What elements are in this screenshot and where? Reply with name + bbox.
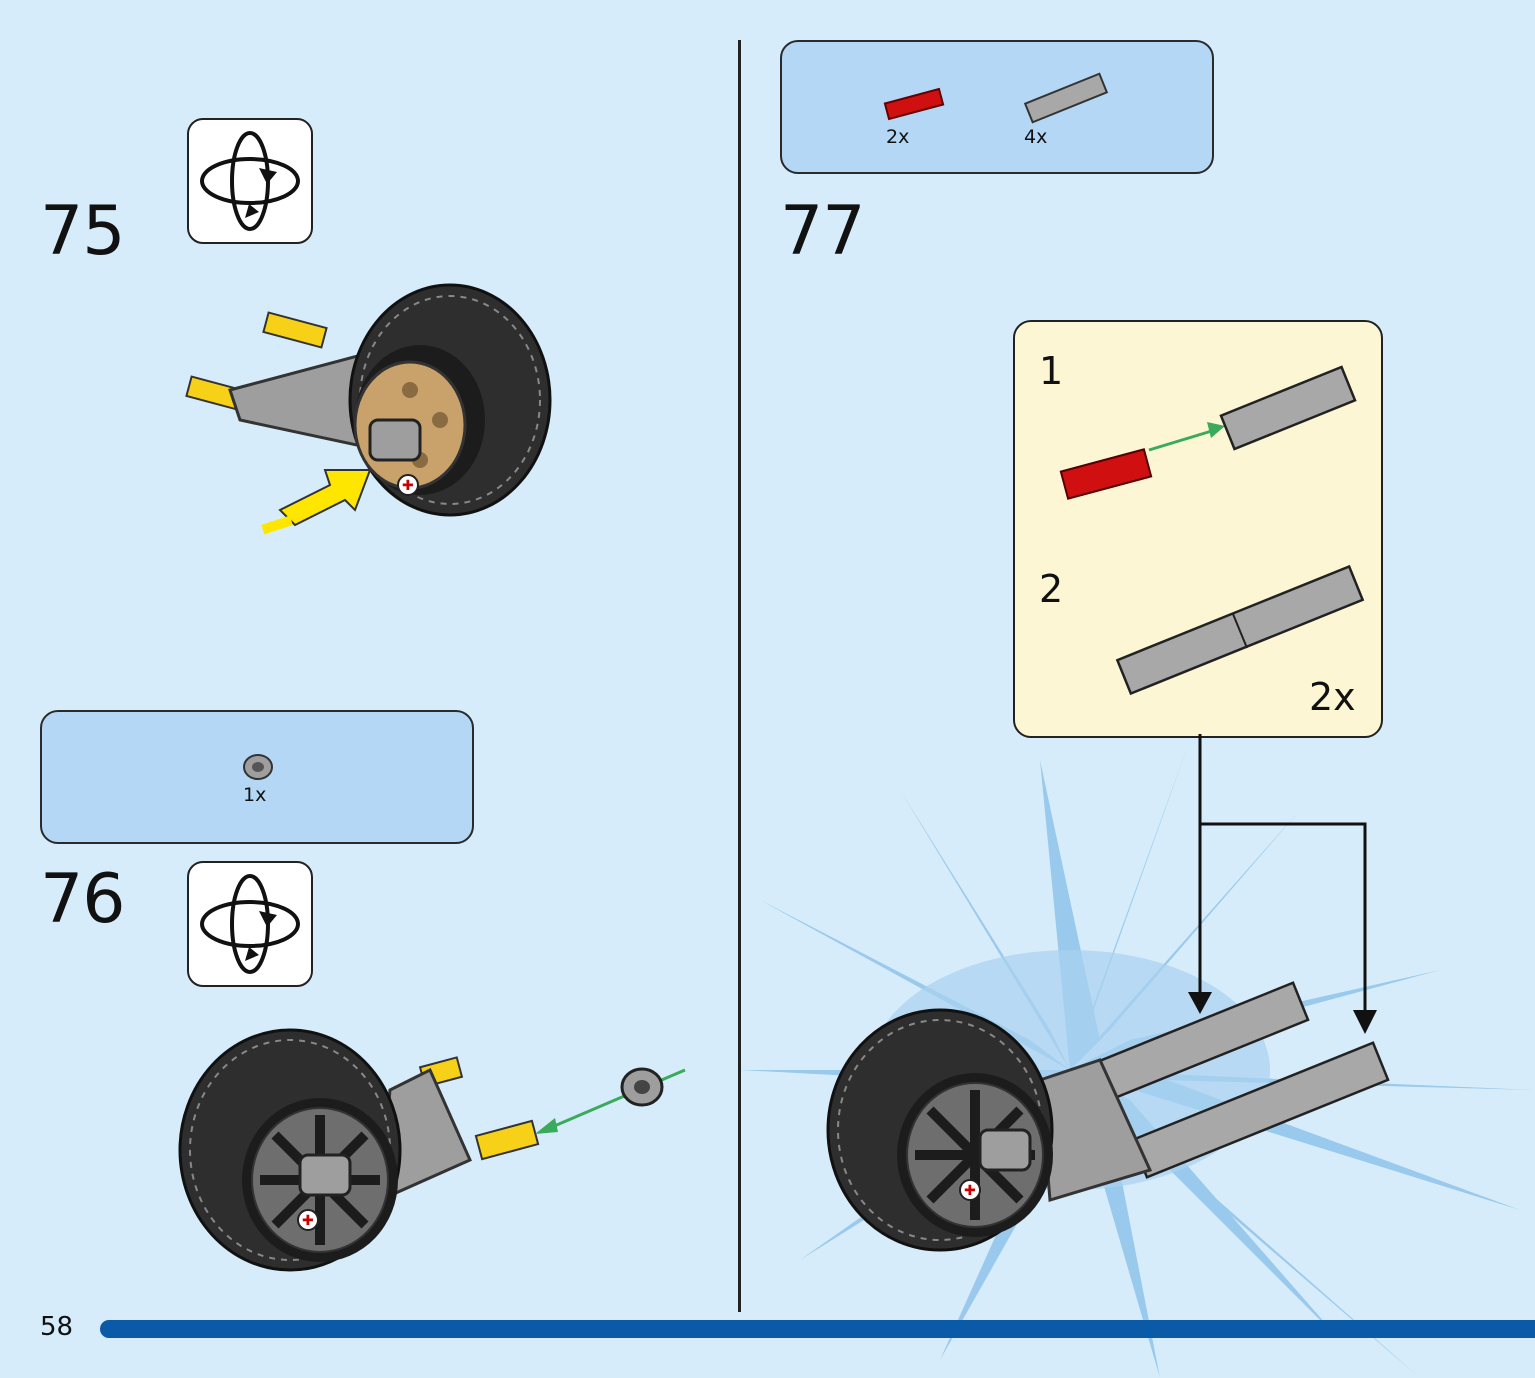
push-arrow: [278, 469, 372, 527]
step-76-illustration: ✚: [178, 1028, 686, 1272]
axle-pin: [978, 1128, 1032, 1172]
red-connector-part-icon: [883, 87, 945, 121]
parts-list-box: 1x: [40, 710, 474, 844]
sub-assembly-box: 1 2 2x: [1013, 320, 1383, 738]
yellow-axle: [262, 311, 328, 349]
step-number: 76: [40, 860, 126, 939]
svg-text:✚: ✚: [402, 478, 414, 494]
step-77-illustration: ✚: [826, 981, 1390, 1252]
gray-connector: [1219, 365, 1357, 451]
red-connector: [1059, 448, 1153, 500]
assembly-arrow: [1148, 428, 1216, 452]
step-75-illustration: ✚: [185, 283, 552, 535]
column-divider: [738, 40, 741, 1312]
part-quantity: 4x: [1024, 126, 1048, 148]
sub-step-1-illustration: [1059, 365, 1357, 500]
sub-assembly-multiplier: 2x: [1309, 675, 1356, 719]
svg-text:✚: ✚: [964, 1183, 976, 1199]
sub-step-number: 2: [1039, 567, 1064, 611]
rotate-model-icon: [200, 131, 300, 231]
page-progress-bar: [100, 1320, 1535, 1338]
gray-connector-part-icon: [1023, 72, 1109, 124]
svg-text:✚: ✚: [302, 1213, 314, 1229]
bush-part: [620, 1067, 664, 1107]
rotate-model-indicator: [187, 861, 313, 987]
part-quantity: 1x: [243, 784, 267, 806]
step-number: 77: [780, 192, 866, 271]
axle-pin: [368, 418, 422, 462]
bush-part-icon: [243, 754, 273, 780]
yellow-axle: [474, 1119, 540, 1161]
assembly-arrow: [544, 1068, 686, 1132]
sub-step-2-illustration: [1115, 564, 1365, 696]
page-number: 58: [40, 1312, 74, 1342]
part-quantity: 2x: [886, 126, 910, 148]
sub-step-number: 1: [1039, 349, 1064, 393]
callout-arrows: [1188, 734, 1377, 1034]
rotate-model-indicator: [187, 118, 313, 244]
rotate-model-icon: [200, 874, 300, 974]
step-number: 75: [40, 192, 126, 271]
parts-list-box: 2x 4x: [780, 40, 1214, 174]
axle-pin: [298, 1153, 352, 1197]
